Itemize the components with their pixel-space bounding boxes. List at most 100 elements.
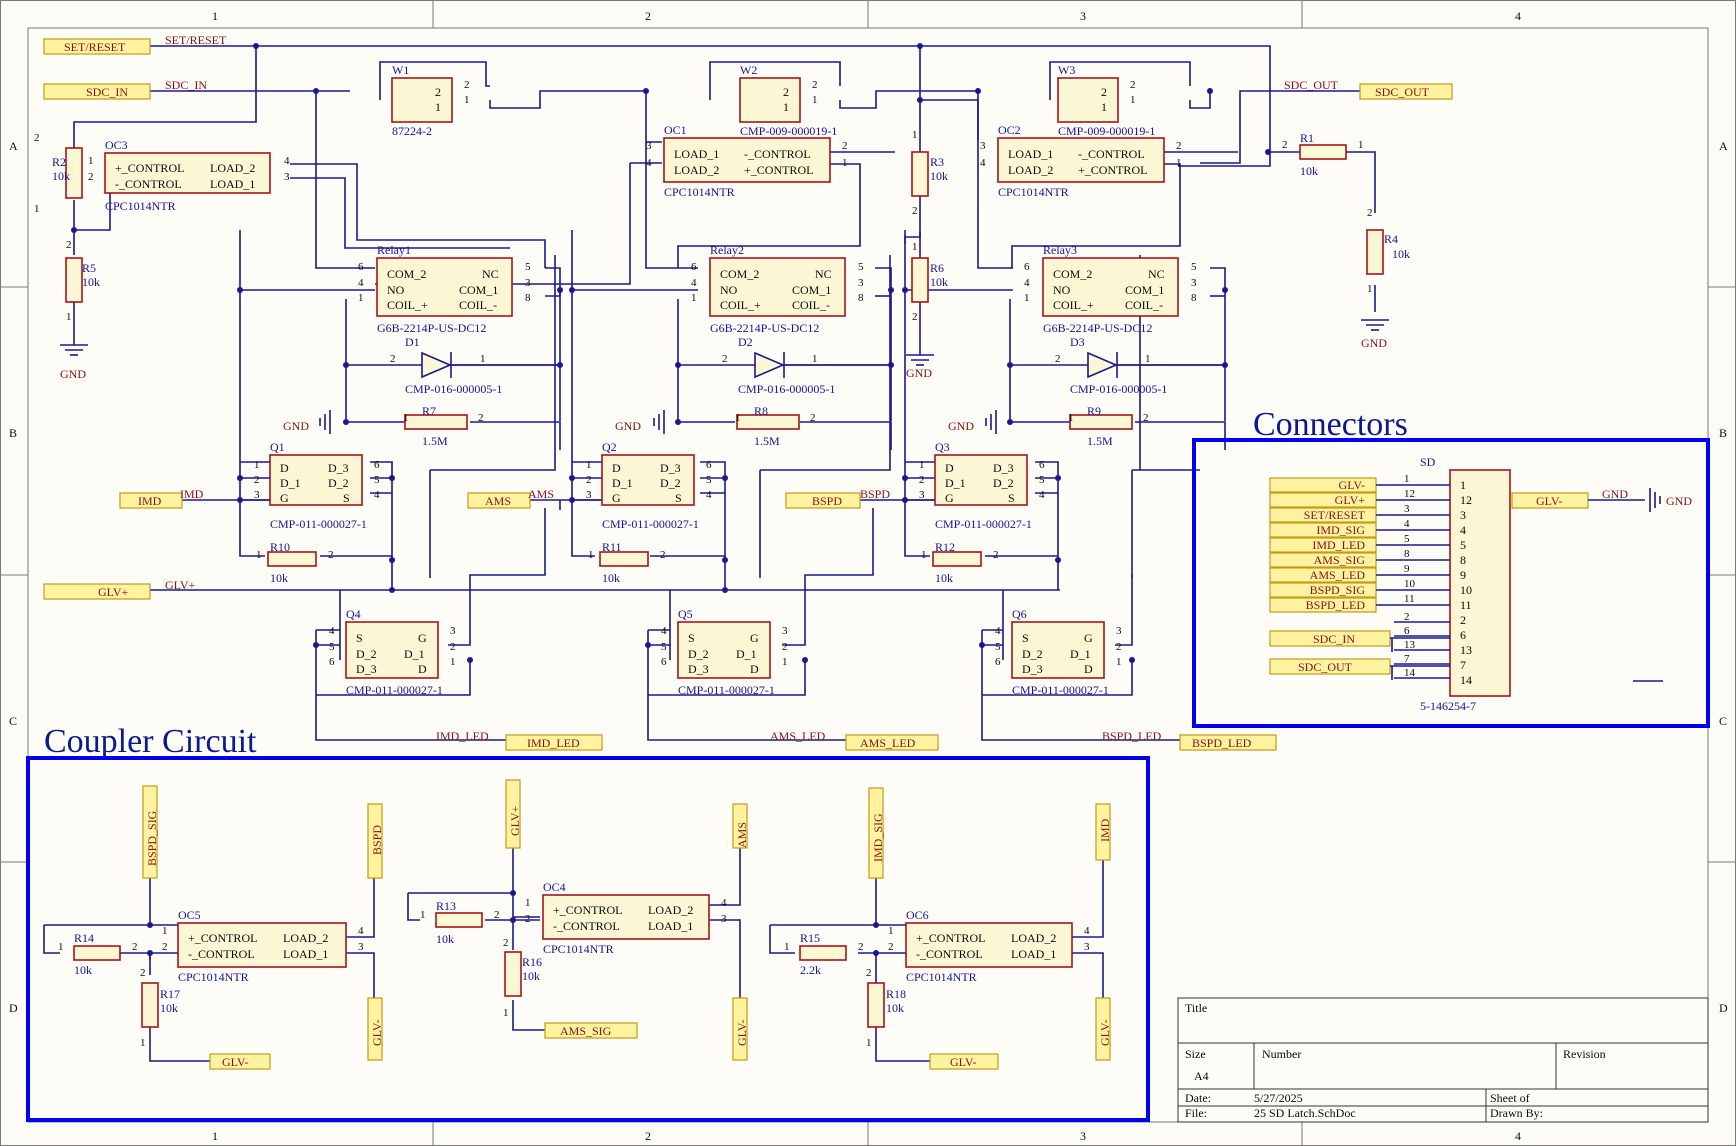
- relay-3: COM_2 NO COIL_+ NC COM_1 COIL_- 641 538 …: [1024, 243, 1197, 335]
- svg-text:1: 1: [1024, 292, 1030, 304]
- svg-text:2: 2: [1101, 85, 1107, 99]
- svg-text:3: 3: [1116, 625, 1122, 637]
- svg-text:2: 2: [1143, 412, 1149, 424]
- sd-lower-pin: 6: [1404, 625, 1410, 637]
- svg-text:3: 3: [646, 140, 652, 152]
- svg-text:-_CONTROL: -_CONTROL: [744, 147, 811, 161]
- svg-text:5: 5: [1191, 261, 1197, 273]
- port-ams-led: AMS_LED: [860, 736, 916, 750]
- sd-signal-label: BSPD_SIG: [1310, 583, 1366, 597]
- svg-text:2: 2: [34, 132, 40, 144]
- sd-lower-pin: 13: [1404, 639, 1416, 651]
- svg-text:2: 2: [858, 941, 864, 953]
- q6-part: CMP-011-000027-1: [1012, 683, 1109, 697]
- sd-body-pin: 7: [1460, 658, 1466, 672]
- svg-text:R5: R5: [82, 261, 96, 275]
- jumpers: 21 21 W1 87224-2 21 21 W2 CMP-009-000019…: [391, 63, 1155, 138]
- tb-size-label: Size: [1185, 1047, 1206, 1061]
- sd-connector-ref: SD: [1420, 455, 1436, 469]
- connectors-section: Connectors SD 5-146254-7 GLV-1GLV+12SET/…: [1192, 406, 1710, 728]
- row-marker-D-right: D: [1719, 1001, 1728, 1015]
- svg-text:LOAD_2: LOAD_2: [1011, 931, 1056, 945]
- svg-text:D_3: D_3: [1022, 662, 1043, 676]
- gnd-icon: [985, 410, 997, 434]
- gnd-icon: [1649, 488, 1661, 512]
- svg-text:2: 2: [464, 79, 470, 91]
- svg-text:2: 2: [132, 941, 138, 953]
- mosfet-Q3: DD_1G D_3D_2S 123 654 Q3 CMP-011-000027-…: [919, 440, 1045, 531]
- col-marker-1: 1: [212, 9, 218, 23]
- svg-text:1: 1: [450, 656, 456, 668]
- r10-value: 10k: [270, 571, 288, 585]
- r2-value: 10k: [52, 169, 70, 183]
- svg-text:3: 3: [284, 171, 290, 183]
- col-marker-3-bottom: 3: [1080, 1129, 1086, 1143]
- svg-text:2: 2: [782, 641, 788, 653]
- r9-value: 1.5M: [1087, 434, 1113, 448]
- svg-text:S: S: [688, 631, 695, 645]
- optocoupler-OC6: +_CONTROL -_CONTROL LOAD_2 LOAD_1 12 43 …: [888, 908, 1090, 984]
- netlabel-ams: AMS: [528, 487, 554, 501]
- svg-text:2: 2: [1116, 641, 1122, 653]
- col-marker-4: 4: [1515, 9, 1521, 23]
- svg-text:1: 1: [435, 100, 441, 114]
- r13-value: 10k: [436, 932, 454, 946]
- row-marker-C-right: C: [1719, 714, 1727, 728]
- coupler-section: Coupler Circuit BSPD_SIG BSPD GLV- GLV- …: [26, 723, 1150, 1122]
- oc4-part: CPC1014NTR: [543, 942, 614, 956]
- svg-text:R7: R7: [422, 404, 436, 418]
- svg-text:G: G: [750, 631, 759, 645]
- svg-text:2: 2: [810, 412, 816, 424]
- tb-revision-label: Revision: [1563, 1047, 1606, 1061]
- col-marker-4-bottom: 4: [1515, 1129, 1521, 1143]
- svg-text:6: 6: [374, 459, 380, 471]
- svg-text:4: 4: [646, 157, 652, 169]
- sd-body-pin: 10: [1460, 583, 1472, 597]
- svg-text:5: 5: [995, 641, 1001, 653]
- sd-signal-label: GLV-: [1339, 478, 1365, 492]
- svg-text:2: 2: [162, 941, 168, 953]
- svg-text:G: G: [280, 491, 289, 505]
- coupler-port-imd: IMD: [1098, 818, 1112, 842]
- sd-body-pin: 9: [1460, 568, 1466, 582]
- svg-text:2: 2: [66, 239, 72, 251]
- port-imd: IMD: [138, 494, 162, 508]
- netlabel-ams-led: AMS_LED: [770, 729, 826, 743]
- svg-text:-_CONTROL: -_CONTROL: [188, 947, 255, 961]
- optocoupler-OC5: +_CONTROL -_CONTROL LOAD_2 LOAD_1 12 43 …: [162, 908, 364, 984]
- r18-value: 10k: [886, 1001, 904, 1015]
- svg-text:NC: NC: [815, 267, 832, 281]
- coupler-port-bspd-sig: BSPD_SIG: [145, 810, 159, 866]
- q6-ref: Q6: [1012, 607, 1027, 621]
- mosfet-Q5: SD_2D_3 GD_1D 456 321 Q5 CMP-011-000027-…: [661, 607, 788, 697]
- svg-text:D_3: D_3: [356, 662, 377, 676]
- svg-text:1: 1: [88, 155, 94, 167]
- jumper-W2: 21 21 W2 CMP-009-000019-1: [739, 63, 837, 138]
- svg-text:R12: R12: [935, 540, 955, 554]
- svg-text:R8: R8: [754, 404, 768, 418]
- svg-text:2: 2: [390, 353, 396, 365]
- row-marker-A: A: [9, 139, 18, 153]
- coupler-port-glv-minus-1: GLV-: [370, 1020, 384, 1046]
- relay3-ref: Relay3: [1043, 243, 1077, 257]
- svg-text:2: 2: [660, 549, 666, 561]
- svg-text:4: 4: [358, 277, 364, 289]
- oc4-ref: OC4: [543, 880, 566, 894]
- svg-text:R9: R9: [1087, 404, 1101, 418]
- svg-text:4: 4: [661, 625, 667, 637]
- svg-text:3: 3: [782, 625, 788, 637]
- svg-text:D_2: D_2: [1022, 647, 1043, 661]
- svg-text:D_1: D_1: [280, 476, 301, 490]
- d1-ref: D1: [405, 335, 420, 349]
- sd-signal-label: SET/RESET: [1304, 508, 1366, 522]
- sd-body-pin: 1: [1460, 478, 1466, 492]
- svg-text:2: 2: [888, 941, 894, 953]
- r4-value: 10k: [1392, 247, 1410, 261]
- svg-text:G: G: [418, 631, 427, 645]
- coupler-port-bspd: BSPD: [370, 825, 384, 855]
- tb-date-label: Date:: [1185, 1091, 1211, 1105]
- sd-signal-pin: 4: [1404, 518, 1410, 530]
- sd-signal-pin: 1: [1404, 473, 1410, 485]
